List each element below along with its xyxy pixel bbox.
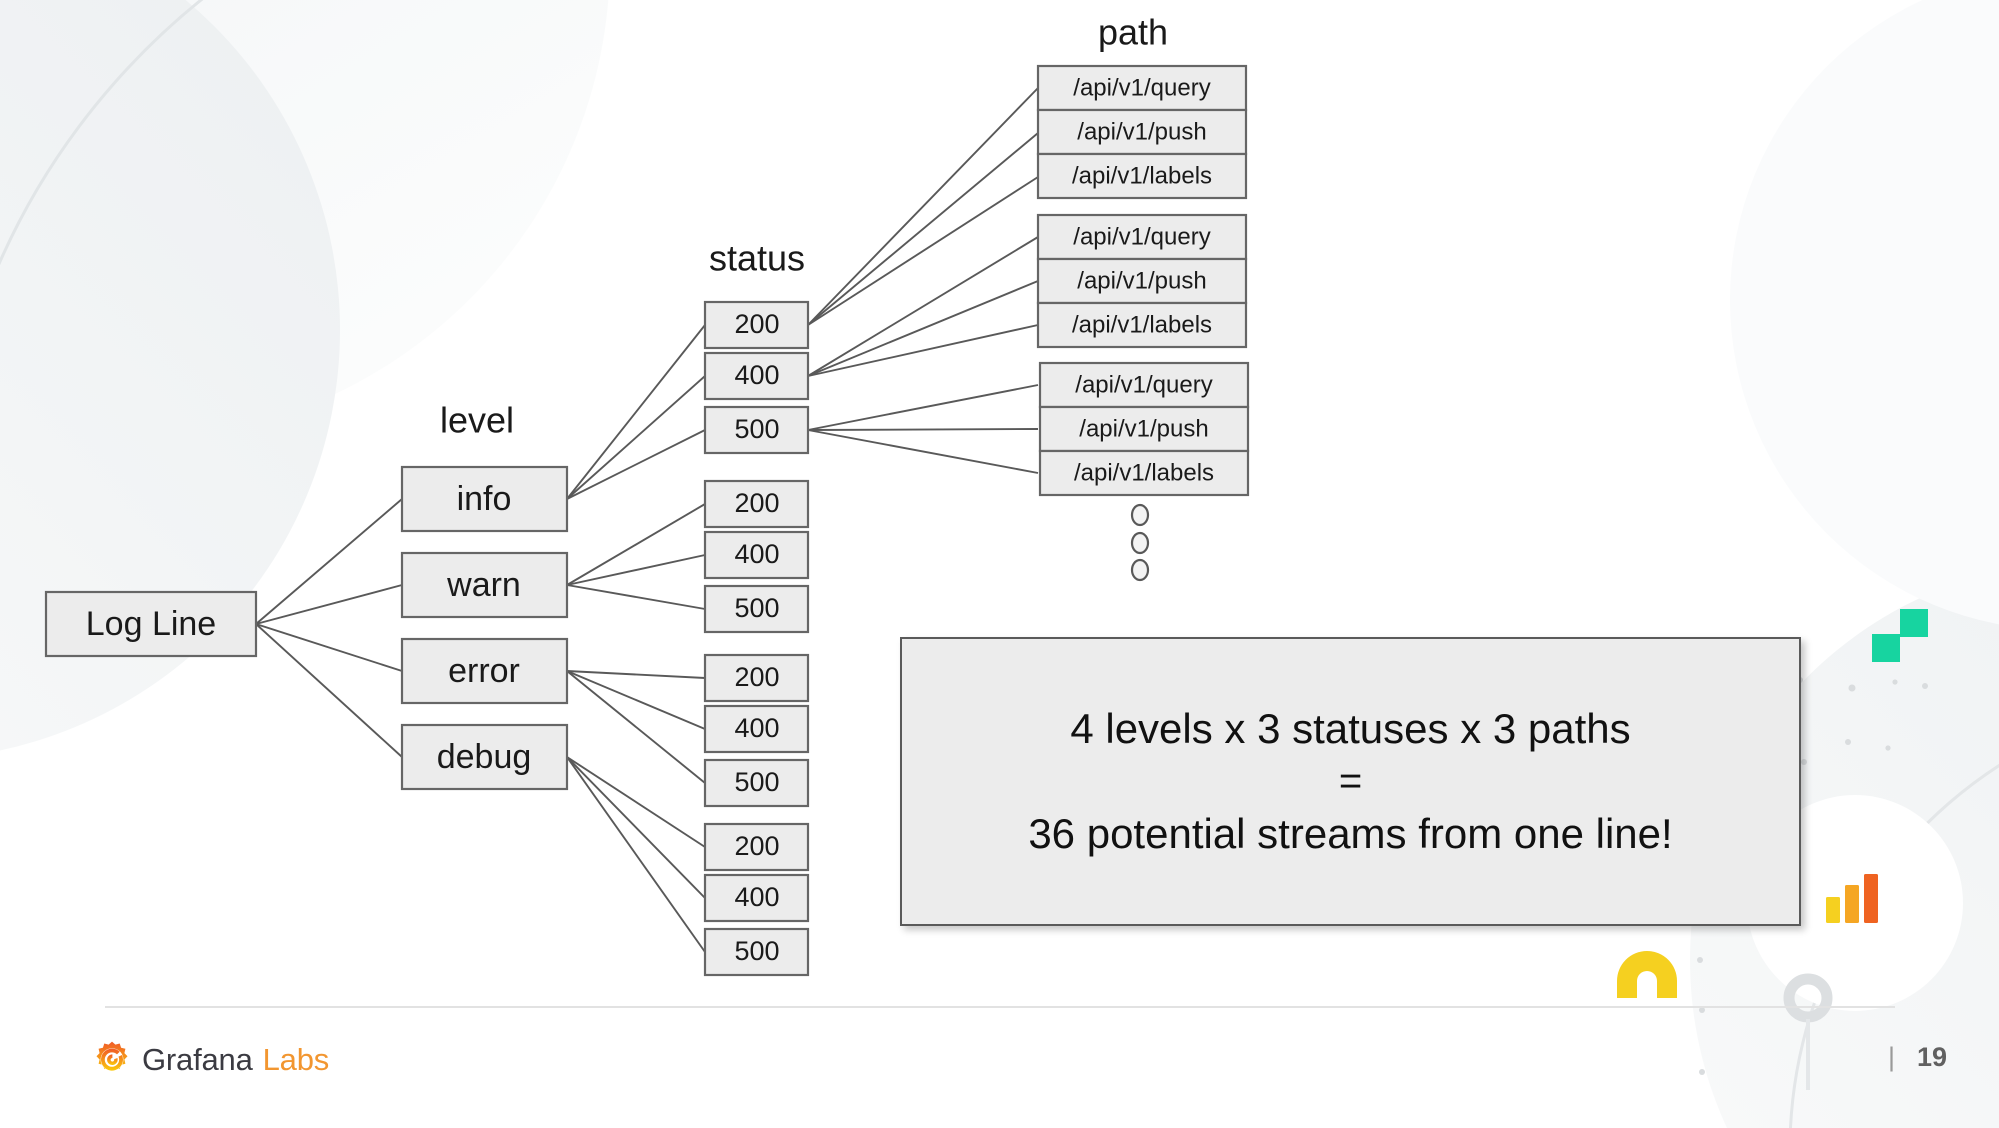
node-status-g3-500[interactable]: 500 (703, 927, 810, 977)
node-level-debug-label: debug (437, 738, 532, 776)
footer-divider (105, 1006, 1895, 1008)
node-path-gA-push[interactable]: /api/v1/push (1036, 108, 1248, 156)
callout-line-1: 4 levels x 3 statuses x 3 paths (1070, 705, 1631, 753)
node-status-label: 200 (734, 309, 779, 339)
node-level-warn[interactable]: warn (400, 551, 569, 619)
node-status-g1-400[interactable]: 400 (703, 530, 810, 580)
node-status-label: 200 (734, 831, 779, 861)
column-title-path: path (1098, 12, 1168, 53)
edges-levels-to-statuses (566, 324, 706, 953)
node-path-gA-query[interactable]: /api/v1/query (1036, 64, 1248, 112)
edge-root-warn (255, 584, 403, 625)
edges-root-to-levels (255, 498, 403, 758)
node-path-label: /api/v1/labels (1072, 162, 1212, 189)
node-path-label: /api/v1/push (1077, 267, 1206, 294)
node-path-gB-labels[interactable]: /api/v1/labels (1036, 301, 1248, 349)
node-path-gB-query[interactable]: /api/v1/query (1036, 213, 1248, 261)
node-path-label: /api/v1/push (1077, 118, 1206, 145)
node-status-label: 500 (734, 593, 779, 623)
node-status-g0-500[interactable]: 500 (703, 405, 810, 455)
node-path-gA-labels[interactable]: /api/v1/labels (1036, 152, 1248, 200)
edge-root-error (255, 623, 403, 672)
node-level-error-label: error (448, 652, 520, 690)
node-path-gC-query[interactable]: /api/v1/query (1038, 361, 1250, 409)
node-status-g2-400[interactable]: 400 (703, 704, 810, 754)
column-title-status: status (709, 238, 805, 279)
node-status-label: 500 (734, 414, 779, 444)
node-level-info-label: info (457, 480, 512, 518)
edge-root-debug (255, 623, 403, 758)
page-number-separator: | (1887, 1042, 1895, 1072)
node-path-label: /api/v1/labels (1074, 459, 1214, 486)
page-number: 19 (1916, 1042, 1947, 1072)
node-status-label: 400 (734, 713, 779, 743)
grafana-spiral-logo-icon (96, 1041, 128, 1071)
page-number-group: | 19 (1888, 1042, 1947, 1073)
vertical-ellipsis-icon (1130, 503, 1150, 582)
node-path-label: /api/v1/query (1073, 74, 1210, 101)
node-status-g0-400[interactable]: 400 (703, 351, 810, 401)
edges-statuses-to-paths (807, 87, 1039, 474)
node-path-label: /api/v1/query (1075, 371, 1212, 398)
node-status-g2-200[interactable]: 200 (703, 653, 810, 703)
node-status-label: 500 (734, 767, 779, 797)
callout-line-2: = (1338, 758, 1363, 803)
node-status-g3-200[interactable]: 200 (703, 822, 810, 872)
node-status-g0-200[interactable]: 200 (703, 300, 810, 350)
brand-name-labs: Labs (262, 1042, 330, 1077)
node-status-label: 400 (734, 882, 779, 912)
node-status-g3-400[interactable]: 400 (703, 873, 810, 923)
node-path-gC-push[interactable]: /api/v1/push (1038, 405, 1250, 453)
node-status-label: 200 (734, 488, 779, 518)
column-title-level: level (440, 400, 514, 441)
summary-callout-box: 4 levels x 3 statuses x 3 paths = 36 pot… (900, 637, 1801, 926)
node-log-line-label: Log Line (86, 605, 216, 643)
node-status-g1-200[interactable]: 200 (703, 479, 810, 529)
grafana-labs-brand: Grafana Labs (92, 1040, 329, 1080)
node-level-error[interactable]: error (400, 637, 569, 705)
edge-root-info (255, 498, 403, 625)
node-status-g2-500[interactable]: 500 (703, 758, 810, 808)
node-status-g1-500[interactable]: 500 (703, 584, 810, 634)
node-status-label: 500 (734, 936, 779, 966)
node-path-label: /api/v1/query (1073, 223, 1210, 250)
node-level-info[interactable]: info (400, 465, 569, 533)
node-status-label: 400 (734, 360, 779, 390)
brand-name-grafana: Grafana (142, 1042, 253, 1077)
node-level-warn-label: warn (446, 566, 521, 604)
node-path-label: /api/v1/push (1079, 415, 1208, 442)
node-path-gB-push[interactable]: /api/v1/push (1036, 257, 1248, 305)
node-status-label: 200 (734, 662, 779, 692)
node-status-label: 400 (734, 539, 779, 569)
node-path-label: /api/v1/labels (1072, 311, 1212, 338)
node-path-gC-labels[interactable]: /api/v1/labels (1038, 449, 1250, 497)
callout-line-3: 36 potential streams from one line! (1028, 810, 1673, 858)
node-log-line[interactable]: Log Line (44, 590, 258, 658)
node-level-debug[interactable]: debug (400, 723, 569, 791)
